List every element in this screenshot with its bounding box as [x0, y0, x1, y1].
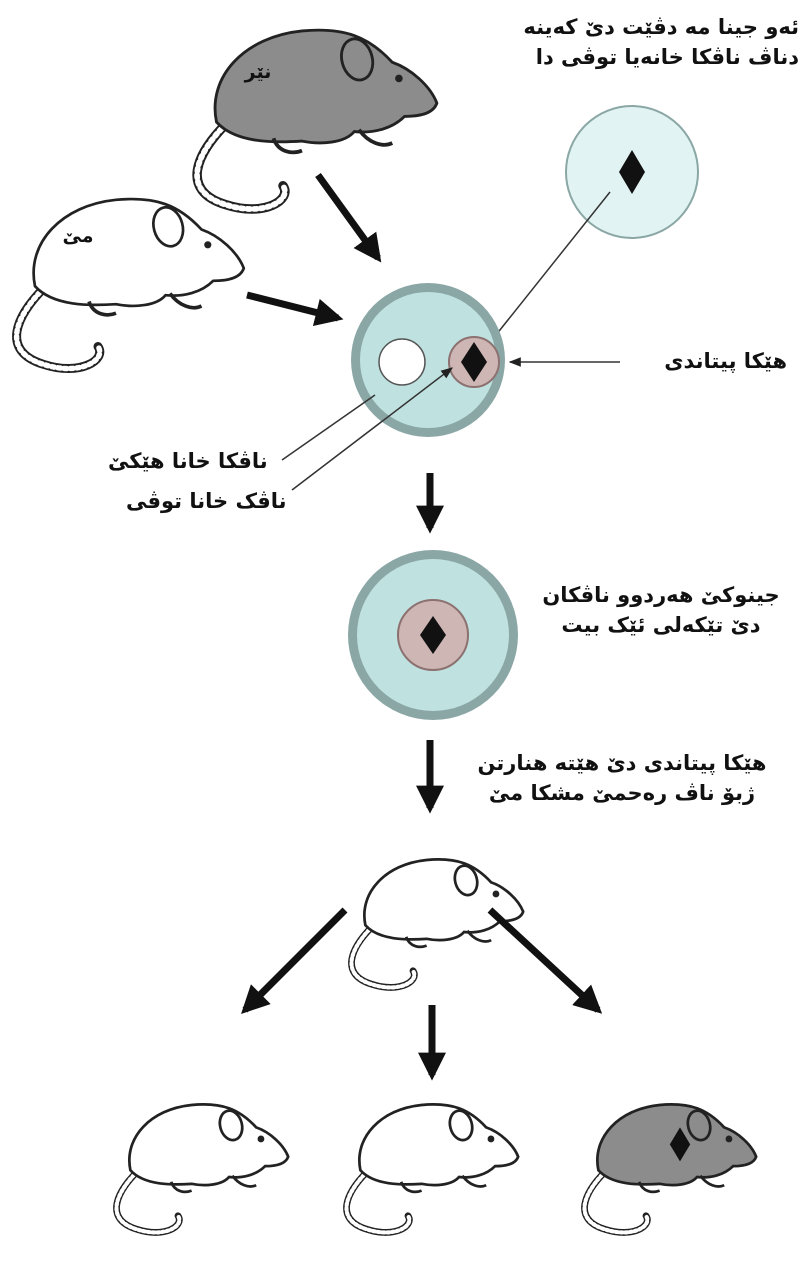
- donor-to-nucleus-line: [480, 192, 610, 355]
- offspring-arrow-left: [245, 910, 345, 1010]
- gene-text: ئەو جینا مە دڤێت دێ کەینە دناڤ ناڤکا خان…: [523, 12, 799, 73]
- offspring-arrow-right: [490, 910, 598, 1010]
- male-tag: نێر: [244, 61, 272, 83]
- gene-text-line-1: ئەو جینا مە دڤێت دێ کەینە: [523, 12, 799, 42]
- egg-nucleus-label: ناڤکا خانا هێکێ: [108, 446, 268, 476]
- fused-cell: [348, 550, 518, 720]
- male-rat-icon: [197, 30, 437, 209]
- transfer-text-line-2: ژبۆ ناڤ رەحمێ مشکا مێ: [477, 778, 767, 808]
- offspring-rat-3-icon: [584, 1104, 756, 1232]
- fertilized-egg-cell: [351, 283, 505, 437]
- transfer-text: هێکا پیتاندی دێ هێتە هنارتن ژبۆ ناڤ رەحم…: [477, 748, 767, 809]
- fusion-text-line-1: جینوکێ هەردوو ناڤکان: [541, 580, 781, 610]
- offspring-rat-1-icon: [116, 1104, 288, 1232]
- fusion-text: جینوکێ هەردوو ناڤکان دێ تێکەلی ئێک بیت: [541, 580, 781, 641]
- female-rat-icon: [17, 199, 244, 368]
- egg-nucleus: [379, 339, 425, 385]
- egg-cell-label: هێکا پیتاندی: [664, 346, 787, 376]
- egg-nucleus-pointer: [282, 395, 375, 460]
- sperm-nucleus-label: ناڤک خانا توڤی: [126, 486, 286, 516]
- female-to-cell-arrow: [247, 295, 338, 318]
- fusion-text-line-2: دێ تێکەلی ئێک بیت: [541, 610, 781, 640]
- female-tag: مێ: [63, 225, 94, 247]
- transfer-text-line-1: هێکا پیتاندی دێ هێتە هنارتن: [477, 748, 767, 778]
- male-to-cell-arrow: [318, 175, 378, 258]
- gene-text-line-2: دناڤ ناڤکا خانەیا توڤی دا: [523, 42, 799, 72]
- offspring-rat-2-icon: [346, 1104, 518, 1232]
- surrogate-rat-icon: [351, 859, 523, 987]
- donor-nucleus-cell: [566, 106, 698, 238]
